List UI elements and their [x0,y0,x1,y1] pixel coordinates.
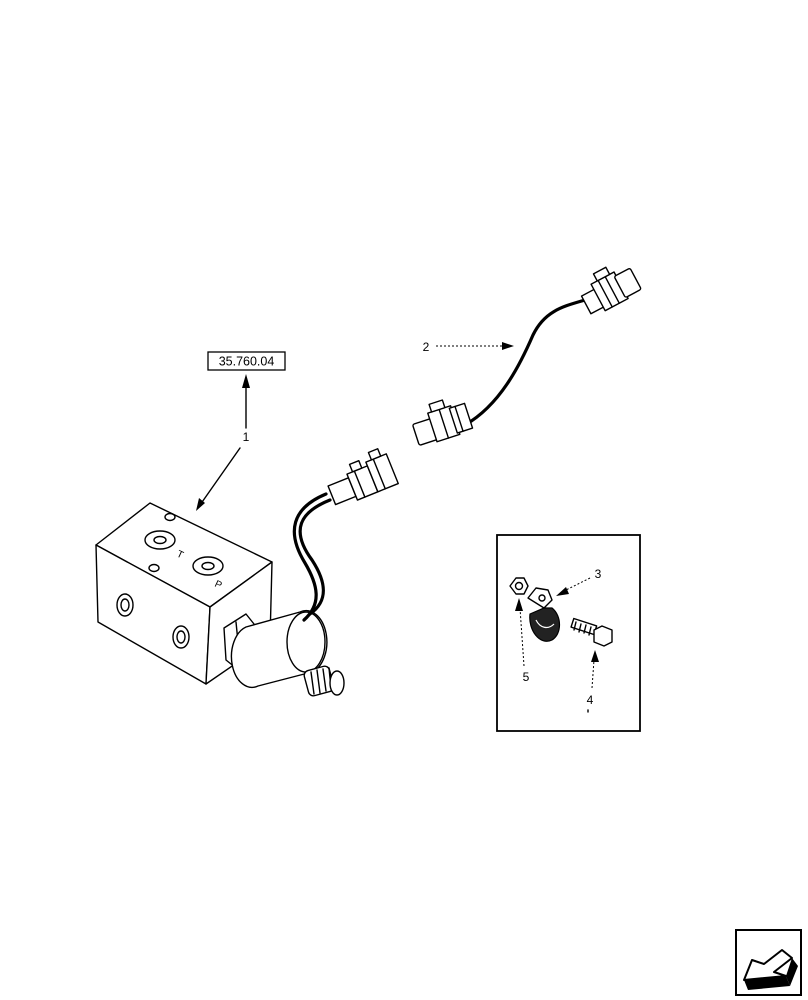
callout-1-leader [196,447,241,511]
detail-inset-frame [496,534,641,732]
back-arrow-icon[interactable] [735,929,802,996]
solenoid [223,609,345,697]
valve-block: T P [95,502,273,685]
p-clamp [527,587,561,642]
reference-label: 35.760.04 [219,355,275,369]
port-t: T [144,530,185,562]
callout-4-label: 4 [587,693,594,707]
callout-1-label: 1 [243,430,250,444]
reference-box [207,351,286,371]
port-p: P [192,556,224,592]
lock-nut [509,577,529,595]
port-t-label: T [175,549,185,562]
reference-link[interactable]: 35.760.04 [207,351,286,371]
callout-3-label: 3 [595,567,602,581]
reference-arrow [242,374,250,429]
wire-harness [412,266,642,446]
bolt [570,617,613,647]
solenoid-connector [292,448,399,622]
callout-5-label: 5 [523,670,530,684]
port-p-label: P [213,579,224,592]
callout-2-label: 2 [423,340,430,354]
detail-inset: 3 5 4 [496,534,641,732]
callout-2-leader [436,342,514,350]
